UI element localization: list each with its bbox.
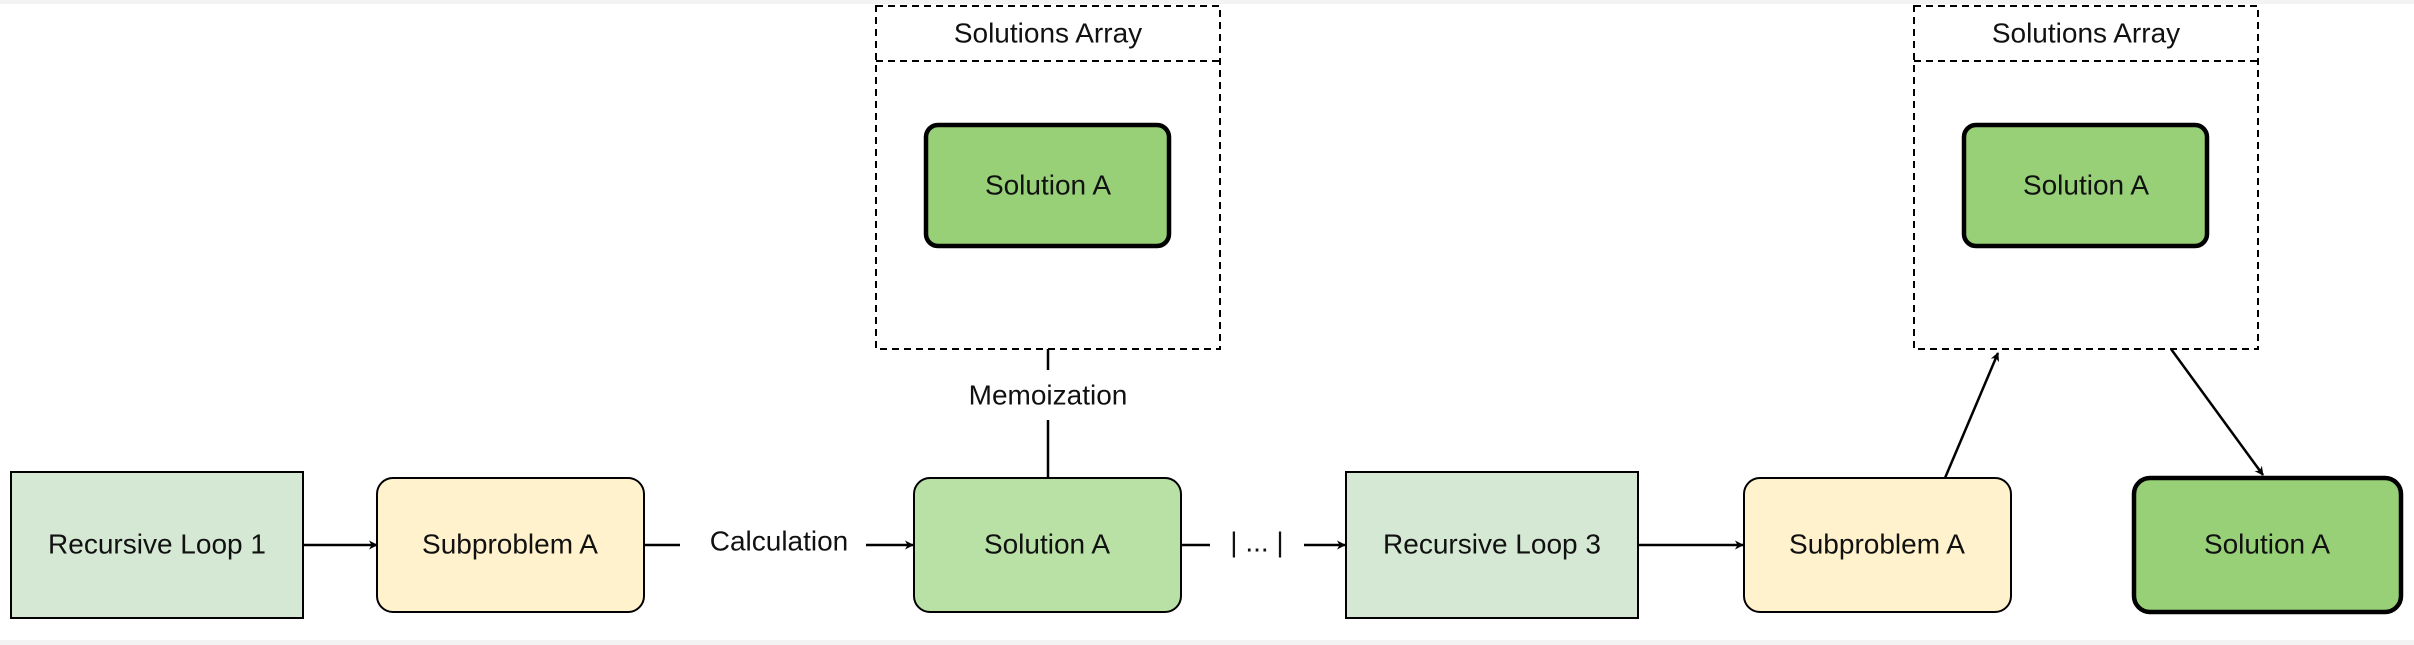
node-recursive-loop-1-label: Recursive Loop 1 (48, 528, 266, 559)
node-recursive-loop-1: Recursive Loop 1 (10, 471, 304, 619)
node-solution-a-mid: Solution A (913, 477, 1182, 613)
solutions-array-2-item-label: Solution A (2023, 169, 2149, 200)
edge-label-memoization: Memoization (969, 379, 1128, 410)
node-solution-a-mid-label: Solution A (984, 528, 1110, 559)
edge-label-ellipsis: | ... | (1230, 526, 1283, 557)
solutions-array-1: Solutions Array Solution A (875, 5, 1221, 350)
solutions-array-1-item: Solution A (923, 122, 1172, 249)
node-subproblem-a-2: Subproblem A (1743, 477, 2012, 613)
node-recursive-loop-3-label: Recursive Loop 3 (1383, 528, 1601, 559)
node-recursive-loop-3: Recursive Loop 3 (1345, 471, 1639, 619)
solutions-array-1-item-label: Solution A (985, 169, 1111, 200)
node-solution-a-final: Solution A (2131, 475, 2404, 615)
node-solution-a-final-label: Solution A (2204, 528, 2330, 559)
edge-label-calculation: Calculation (710, 525, 849, 556)
node-subproblem-a-2-label: Subproblem A (1789, 528, 1965, 559)
top-border-band (0, 0, 2414, 4)
bottom-border-band (0, 640, 2414, 645)
solutions-array-2: Solutions Array Solution A (1913, 5, 2259, 350)
node-subproblem-a-1: Subproblem A (376, 477, 645, 613)
edge-array2-to-sol-final (2169, 348, 2265, 476)
node-subproblem-a-1-label: Subproblem A (422, 528, 598, 559)
solutions-array-1-title: Solutions Array (954, 17, 1142, 48)
solutions-array-2-item: Solution A (1961, 122, 2210, 249)
solutions-array-2-title: Solutions Array (1992, 17, 2180, 48)
edge-sub2-to-array2 (1943, 352, 2000, 479)
